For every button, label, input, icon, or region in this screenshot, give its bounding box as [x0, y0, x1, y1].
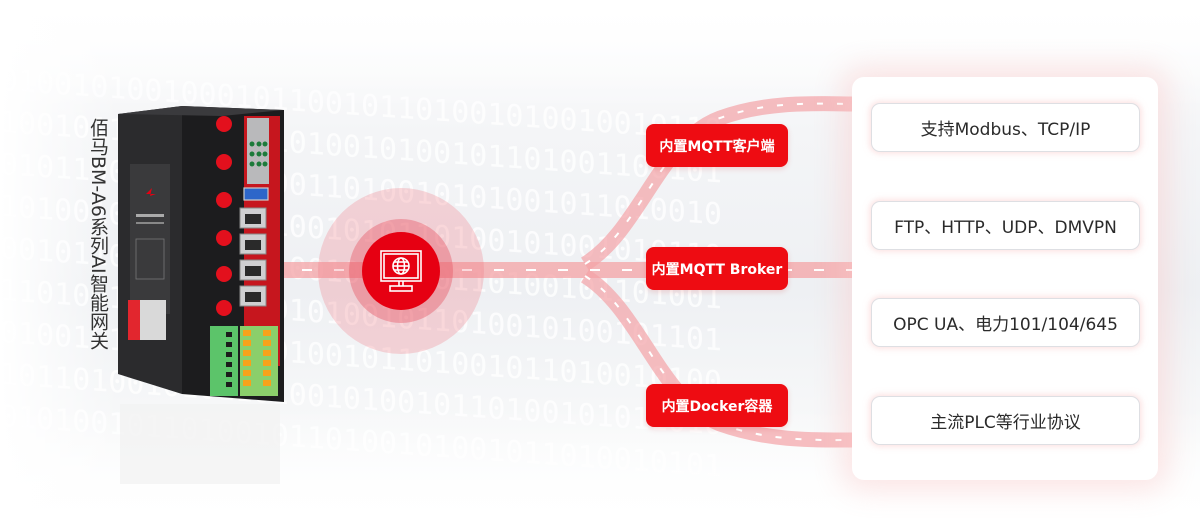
- feature-docker-container: 内置Docker容器: [646, 384, 788, 427]
- feature-mqtt-client: 内置MQTT客户端: [646, 124, 788, 167]
- upper-branch-road: [580, 96, 861, 271]
- feature-label: 内置MQTT Broker: [651, 261, 783, 278]
- feature-label: 内置Docker容器: [661, 398, 773, 415]
- protocol-panel: 支持Modbus、TCP/IP FTP、HTTP、UDP、DMVPN OPC U…: [852, 77, 1158, 480]
- protocol-label: OPC UA、电力101/104/645: [893, 315, 1118, 335]
- central-hub: [318, 188, 484, 354]
- protocol-label: FTP、HTTP、UDP、DMVPN: [894, 218, 1117, 238]
- protocol-opcua-power: OPC UA、电力101/104/645: [871, 298, 1140, 347]
- protocol-modbus-tcpip: 支持Modbus、TCP/IP: [871, 103, 1140, 152]
- feature-label: 内置MQTT客户端: [659, 138, 775, 155]
- product-title: 佰马BM-A6系列AI智能网关: [87, 118, 109, 350]
- hub-core: [362, 232, 440, 310]
- monitor-globe-icon: [380, 250, 422, 292]
- protocol-label: 主流PLC等行业协议: [930, 413, 1081, 433]
- feature-mqtt-broker: 内置MQTT Broker: [646, 247, 788, 290]
- protocol-label: 支持Modbus、TCP/IP: [920, 120, 1091, 140]
- gateway-device-image: [118, 106, 284, 484]
- left-fade: [0, 0, 120, 527]
- protocol-ftp-http-udp-dmvpn: FTP、HTTP、UDP、DMVPN: [871, 201, 1140, 250]
- protocol-plc-industry: 主流PLC等行业协议: [871, 396, 1140, 445]
